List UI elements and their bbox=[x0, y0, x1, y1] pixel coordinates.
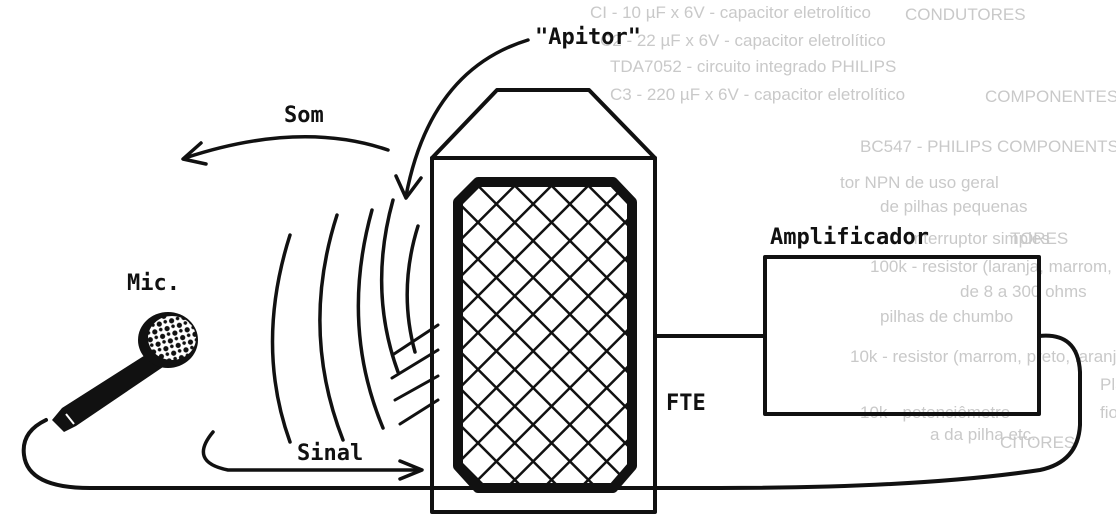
bg-text-line: fios, solda, ponte (anel de grafite), et… bbox=[1100, 403, 1116, 422]
bg-text-line: 10k - resistor (marrom, preto, laranja) bbox=[850, 347, 1116, 366]
bg-text-line: de pilhas pequenas bbox=[880, 197, 1027, 216]
microphone-amplifier-cable bbox=[21, 333, 1082, 490]
bg-text-line: CI - 10 µF x 6V - capacitor eletrolítico bbox=[590, 3, 871, 22]
bg-text-line: CONDUTORES bbox=[905, 5, 1026, 24]
signal-arrow bbox=[201, 430, 422, 472]
bg-text-line: BC547 - PHILIPS COMPONENTS, DIVERSOS bbox=[860, 137, 1116, 156]
sound-wave-arc bbox=[379, 198, 400, 374]
bg-text-line: tor NPN de uso geral bbox=[840, 173, 999, 192]
bg-text-line: a da pilha etc. bbox=[930, 425, 1036, 444]
speaker-grille bbox=[453, 177, 637, 493]
bg-text-line: interruptor simples bbox=[910, 229, 1050, 248]
bg-text-line: 100k - resistor (laranja, marrom, amarel… bbox=[870, 257, 1116, 276]
feedback-arrow bbox=[404, 38, 530, 198]
microphone-handle bbox=[52, 352, 163, 432]
background-text: CONDUTORES TDA7052 - circuito integrado … bbox=[590, 3, 1116, 452]
amplifier-box bbox=[763, 255, 1041, 416]
sound-ray bbox=[392, 323, 440, 356]
label-mic: Mic. bbox=[127, 271, 180, 296]
label-amplificador: Amplificador bbox=[770, 225, 929, 250]
feedback-arrowhead bbox=[394, 174, 423, 200]
label-sinal: Sinal bbox=[297, 441, 363, 466]
label-som: Som bbox=[284, 103, 324, 128]
bg-text-line: de 8 a 300 ohms bbox=[960, 282, 1087, 301]
signal-arrowhead bbox=[398, 459, 424, 481]
bg-text-line: CITORES bbox=[1000, 433, 1075, 452]
sound-wave-arc bbox=[356, 208, 385, 430]
bg-text-line: COMPONENTES bbox=[985, 87, 1116, 106]
bg-text-line: Placa de circuito impresso, caixa para m… bbox=[1100, 375, 1116, 394]
sound-arrow bbox=[183, 135, 390, 160]
microphone-head bbox=[148, 316, 196, 360]
sound-wave-arc bbox=[405, 224, 420, 354]
labels: "Apitor" Som Mic. Amplificador FTE Sinal bbox=[127, 25, 929, 466]
sound-ray bbox=[398, 398, 440, 426]
microphone bbox=[52, 312, 198, 432]
bg-text-line: TORES bbox=[1010, 229, 1068, 248]
sound-arrowhead bbox=[181, 141, 208, 166]
label-fte: FTE bbox=[666, 391, 706, 416]
sound-ray bbox=[390, 348, 440, 380]
speaker bbox=[430, 88, 657, 514]
sound-ray bbox=[393, 374, 440, 402]
label-apitor: "Apitor" bbox=[535, 25, 641, 50]
bg-text-line: TDA7052 - circuito integrado PHILIPS bbox=[610, 57, 896, 76]
microphone-handle-ring bbox=[65, 413, 75, 425]
bg-text-line: C3 - 220 µF x 6V - capacitor eletrolític… bbox=[610, 85, 905, 104]
sound-waves bbox=[270, 198, 440, 444]
bg-text-line: pilhas de chumbo bbox=[880, 307, 1013, 326]
bg-text-line: C2 - 22 µF x 6V - capacitor eletrolítico bbox=[600, 31, 886, 50]
wires bbox=[21, 333, 1082, 490]
sound-wave-arc bbox=[270, 233, 292, 444]
arrows bbox=[181, 38, 530, 481]
sound-wave-arc bbox=[318, 213, 345, 442]
